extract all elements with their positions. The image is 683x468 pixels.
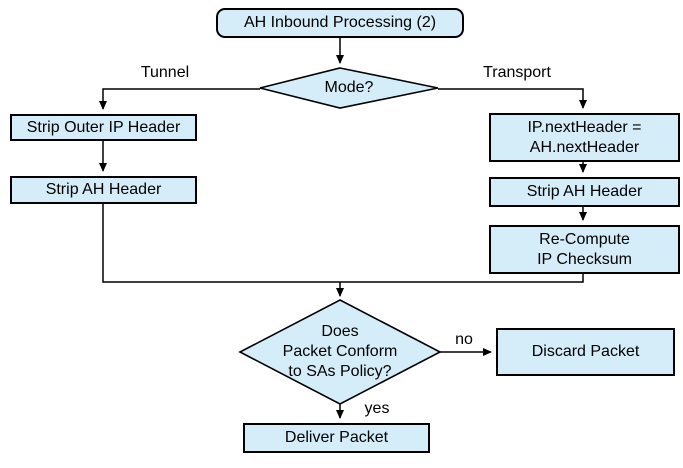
edge-merge-line: [102, 204, 584, 283]
edge-mode-tunnel: [99, 88, 260, 110]
start-node: AH Inbound Processing (2): [216, 8, 464, 38]
edge-mode-transport: [438, 88, 587, 109]
recompute-checksum-node: Re-Compute IP Checksum: [489, 225, 680, 274]
yes-branch-label: yes: [364, 400, 390, 417]
mode-decision-diamond: [259, 67, 439, 109]
policy-decision-label: Does Packet Conform to SAs Policy?: [282, 323, 398, 380]
policy-decision-diamond: [238, 299, 442, 405]
strip-outer-ip-header-node: Strip Outer IP Header: [10, 114, 197, 141]
no-branch-label: no: [455, 331, 473, 348]
strip-ah-header-right-node: Strip AH Header: [489, 177, 680, 207]
strip-ah-header-left-node: Strip AH Header: [10, 176, 197, 204]
transport-branch-label: Transport: [483, 64, 551, 81]
deliver-packet-node: Deliver Packet: [243, 423, 430, 453]
discard-packet-node: Discard Packet: [496, 328, 675, 376]
ip-nextheader-node: IP.nextHeader = AH.nextHeader: [489, 113, 680, 162]
tunnel-branch-label: Tunnel: [140, 64, 190, 81]
mode-decision-label: Mode?: [324, 79, 374, 96]
